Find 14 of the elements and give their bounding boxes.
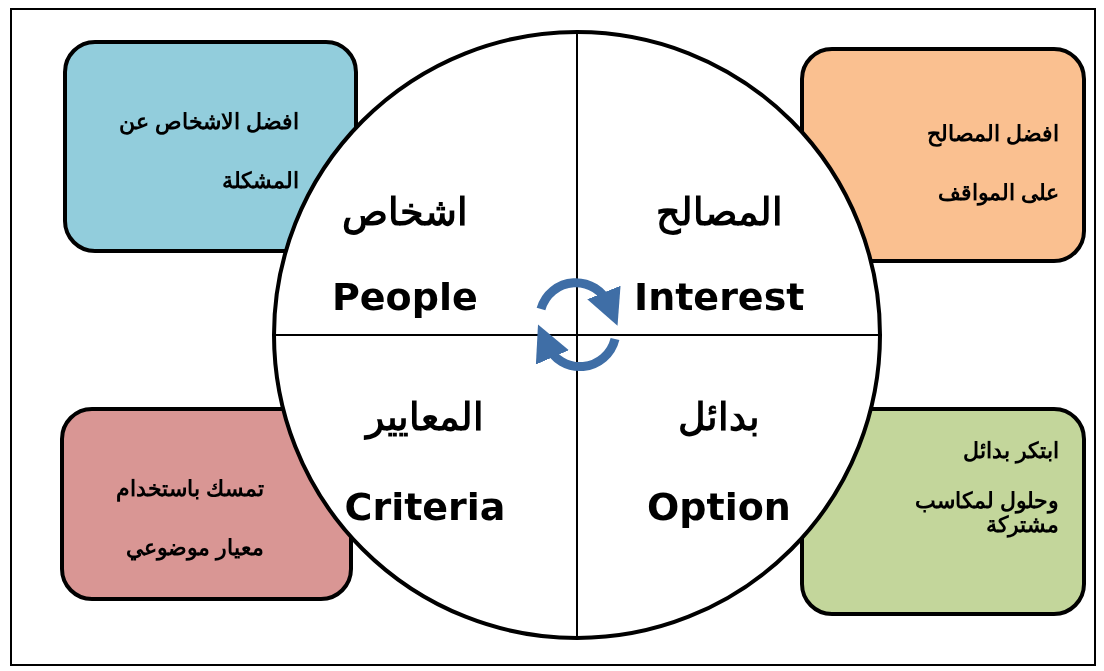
tip-text: افضل المصالح على المواقف xyxy=(925,120,1059,208)
tip-text: ابتكر بدائل xyxy=(961,439,1059,464)
tip-card xyxy=(800,407,1086,616)
english-term: Criteria xyxy=(344,485,506,529)
tip-text: افضل الاشخاص عن المشكلة xyxy=(117,108,299,196)
english-term: People xyxy=(332,275,478,319)
tip-text: وحلول لمكاسب مشتركة xyxy=(913,489,1059,538)
arabic-term: اشخاص xyxy=(342,190,468,234)
tip-text: تمسك باستخدام معيار موضوعي xyxy=(114,475,264,563)
arabic-term: المصالح xyxy=(655,190,783,234)
english-term: Interest xyxy=(634,275,805,319)
english-term: Option xyxy=(647,485,791,529)
tip-card xyxy=(800,47,1086,263)
arabic-term: بدائل xyxy=(678,395,760,439)
